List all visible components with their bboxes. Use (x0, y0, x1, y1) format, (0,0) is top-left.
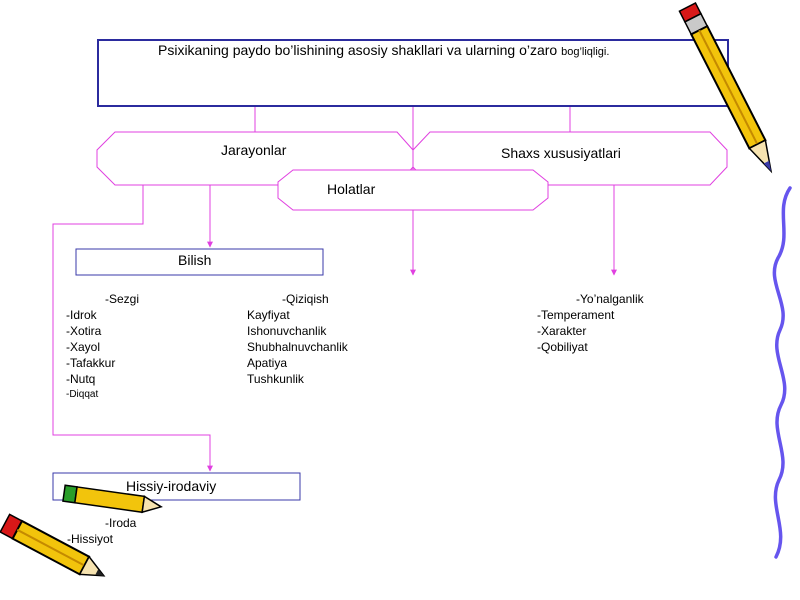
holatlar-label: Holatlar (327, 181, 376, 197)
list-item: -Xarakter (537, 324, 587, 338)
list-item: -Sezgi (105, 292, 140, 306)
diagram-title-main: Psixikaning paydo bo’lishining asosiy sh… (158, 42, 558, 58)
list-item: -Qiziqish (282, 292, 329, 306)
bilish-list: -Sezgi -Idrok -Xotira -Xayol -Tafakkur -… (66, 291, 139, 403)
list-item: -Diqqat (66, 389, 99, 400)
list-item: -Xayol (66, 340, 101, 354)
jarayonlar-label: Jarayonlar (221, 142, 287, 158)
iroda-list: -Iroda -Hissiyot (67, 515, 136, 547)
holat-list: -Qiziqish Kayfiyat Ishonuvchanlik Shubha… (247, 291, 348, 387)
arrow-to-hissiy (52, 185, 213, 472)
list-item: -Qobiliyat (537, 340, 588, 354)
holatlar-box (277, 169, 549, 211)
diagram-title-tail: bog’liqligi. (561, 46, 610, 58)
list-item: -Hissiyot (67, 532, 114, 546)
list-item: -Iroda (105, 516, 137, 530)
bilish-box (75, 248, 324, 276)
list-item: Apatiya (247, 356, 288, 370)
pencil-icon (62, 484, 163, 514)
list-item: -Yo’nalganlik (576, 292, 644, 306)
list-item: Ishonuvchanlik (247, 324, 327, 338)
list-item: Tushkunlik (247, 372, 304, 386)
hissiy-label: Hissiy-irodaviy (126, 478, 217, 494)
list-item: -Xotira (66, 324, 102, 338)
shaxs-list: -Yo’nalganlik -Temperament -Xarakter -Qo… (537, 291, 644, 355)
list-item: -Temperament (537, 308, 615, 322)
diagram-title: Psixikaning paydo bo’lishining asosiy sh… (158, 42, 609, 58)
list-item: -Nutq (66, 372, 96, 386)
title-box (97, 39, 729, 107)
list-item: -Tafakkur (66, 356, 116, 370)
list-item: Kayfiyat (247, 308, 290, 322)
list-item: Shubhalnuvchanlik (247, 340, 348, 354)
pencil-icon (0, 513, 106, 577)
list-item: -Idrok (66, 308, 97, 322)
bilish-label: Bilish (178, 252, 212, 268)
squiggle-line-icon (772, 186, 792, 559)
connectors (52, 106, 617, 472)
shaxs-label: Shaxs xususiyatlari (501, 145, 621, 161)
pencil-icon (678, 1, 773, 174)
